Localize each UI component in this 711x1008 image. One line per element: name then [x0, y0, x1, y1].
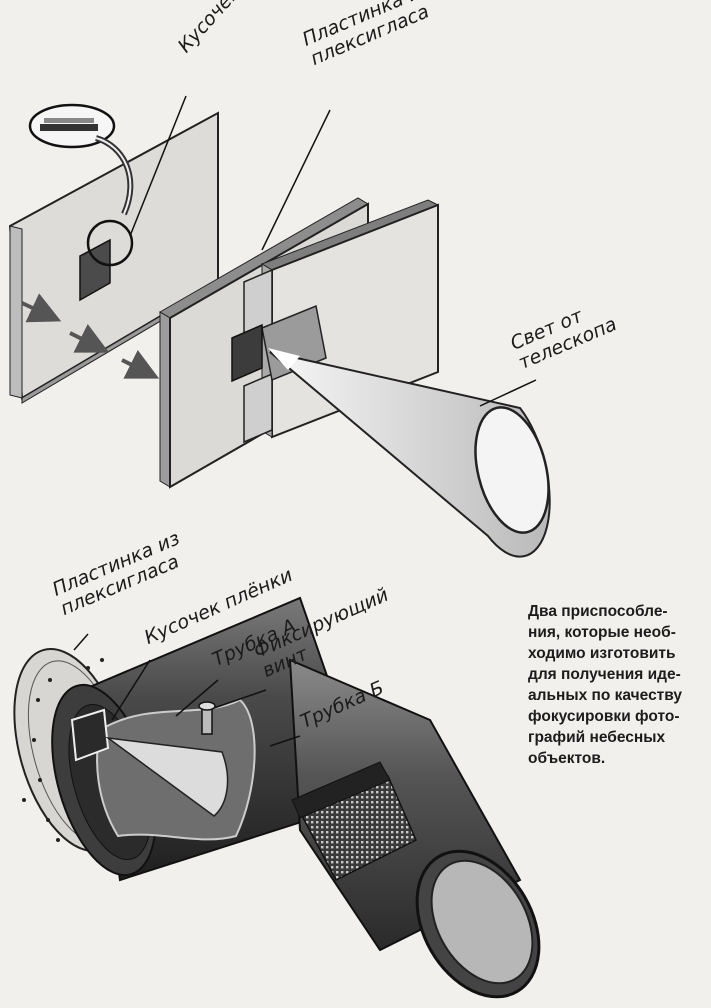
- detail-inset: [28, 103, 134, 216]
- magnifier-circle: [86, 219, 134, 267]
- leader-screw: [213, 689, 267, 709]
- caption-line: ния, которые необ-: [528, 624, 676, 641]
- leader-tube-a: [175, 679, 219, 717]
- caption-line: фокусировки фото-: [528, 708, 680, 725]
- motion-arrows: [21, 293, 160, 379]
- film-piece-right: [231, 323, 263, 383]
- film-piece-bottom: [70, 708, 110, 762]
- top-diagram: [8, 95, 551, 558]
- bottom-diagram: [13, 596, 541, 999]
- film-piece-left: [79, 238, 111, 302]
- caption-line: объектов.: [528, 750, 606, 767]
- caption-line: графий небесных: [528, 729, 666, 746]
- leader-tube-b: [269, 735, 301, 747]
- leader-film-bottom: [111, 659, 151, 721]
- caption-line: для получения иде-: [528, 666, 681, 683]
- fixing-screw: [198, 701, 216, 735]
- light-cone: [268, 348, 551, 558]
- disk-dots: [22, 658, 104, 842]
- caption-line: ходимо изготовить: [528, 645, 676, 662]
- light-cone-bottom: [105, 736, 229, 817]
- leader-film-top: [129, 95, 187, 237]
- tube-b-opening: [415, 849, 541, 999]
- leader-plexiglass-top: [261, 109, 331, 251]
- caption-line: альных по качеству: [528, 687, 683, 704]
- figure-caption: Два приспособле- ния, которые необ- ходи…: [528, 601, 706, 769]
- caption-line: Два приспособле-: [528, 603, 668, 620]
- leader-plexiglass-bottom: [73, 633, 89, 651]
- leader-light-top: [479, 379, 537, 407]
